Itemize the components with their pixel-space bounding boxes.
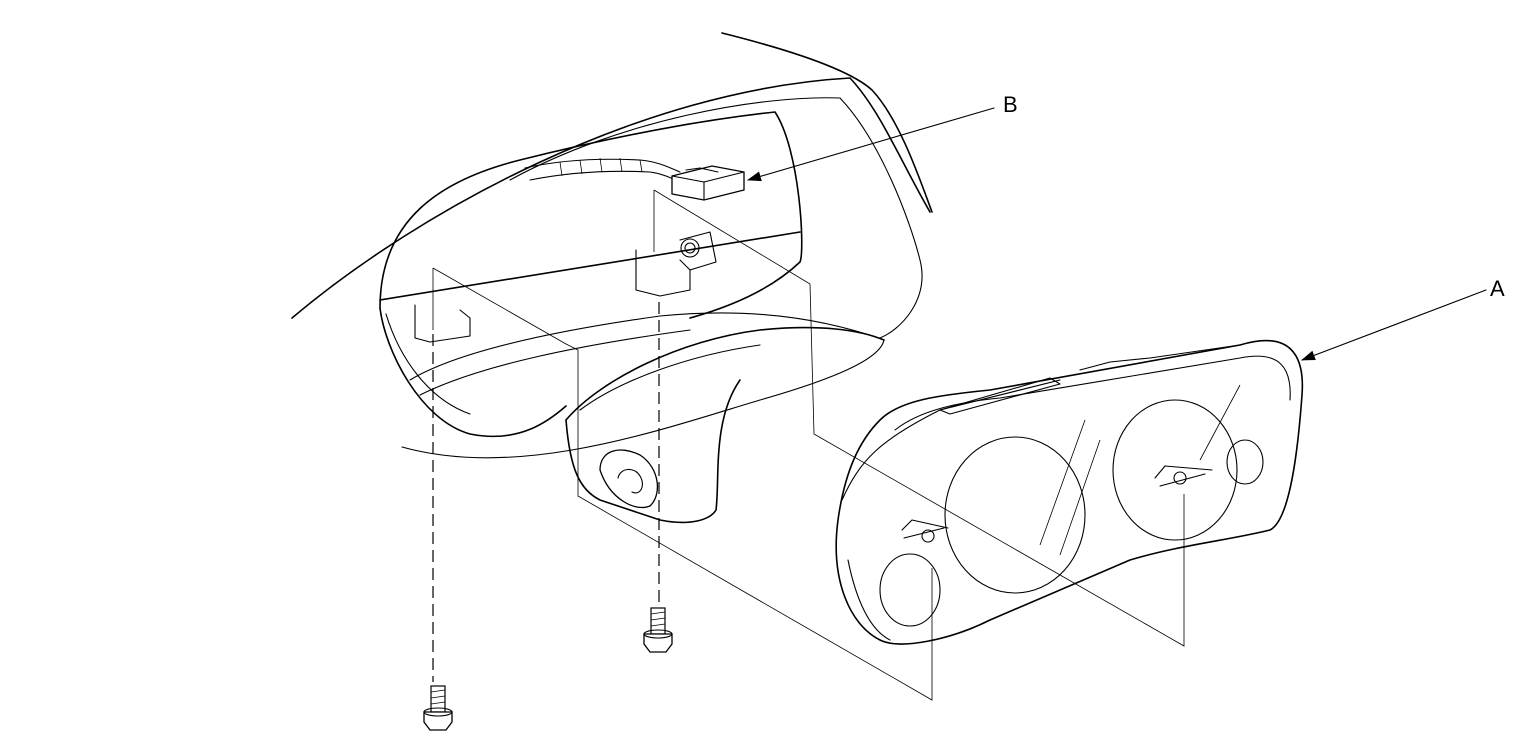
dashboard-outline — [291, 32, 933, 459]
bolt-axis-lines — [432, 302, 660, 682]
bolt-left — [423, 685, 453, 731]
callout-label-a: A — [1490, 276, 1505, 301]
alignment-lines — [432, 189, 1185, 701]
meter-hood — [379, 111, 885, 438]
bolt-right — [643, 607, 673, 653]
gauge-assembly-a — [835, 339, 1304, 645]
connector-b — [671, 165, 745, 201]
callout-arrow-b — [747, 107, 995, 182]
wire-harness — [524, 157, 685, 185]
callout-label-b: B — [1003, 92, 1018, 117]
column-cover — [565, 326, 885, 524]
callout-arrow-a — [1301, 289, 1487, 361]
